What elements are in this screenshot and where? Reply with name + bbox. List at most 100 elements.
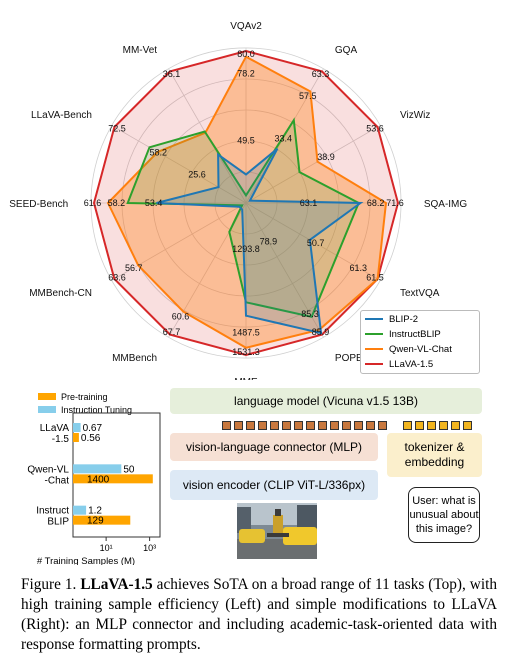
vision-token <box>282 421 291 430</box>
vision-token <box>318 421 327 430</box>
bar-pre-training <box>73 474 153 484</box>
legend-item-qwen: Qwen-VL-Chat <box>361 342 479 356</box>
x-tick-label: 10³ <box>143 543 156 553</box>
connector-box: vision-language connector (MLP) <box>170 433 378 461</box>
value-label: 1293.8 <box>232 244 260 254</box>
bar-instruction-tuning <box>73 423 81 432</box>
value-label: 33.4 <box>274 133 292 143</box>
axis-label: MME <box>234 377 258 380</box>
text-token <box>451 421 460 430</box>
legend-item-instructblip: InstructBLIP <box>361 327 479 341</box>
bar-legend-pretraining: Pre-training <box>38 390 132 403</box>
axis-label: GQA <box>335 45 358 56</box>
x-axis-label: # Training Samples (M) <box>37 556 135 565</box>
axis-label: MMBench-CN <box>29 288 92 299</box>
vision-token <box>378 421 387 430</box>
value-label: 61.5 <box>366 272 384 282</box>
value-label: 50.7 <box>307 238 325 248</box>
axis-label: SQA-IMG <box>424 199 468 210</box>
vision-token <box>258 421 267 430</box>
value-label: 80.0 <box>237 49 255 59</box>
axis-label: VQAv2 <box>230 21 262 32</box>
value-label: 38.9 <box>317 152 335 162</box>
vision-token <box>366 421 375 430</box>
vision-token <box>330 421 339 430</box>
grid-spoke <box>111 202 247 281</box>
value-label: 58.2 <box>108 198 126 208</box>
category-label: LLaVA <box>40 423 70 434</box>
category-label: -Chat <box>45 475 70 486</box>
category-label: Qwen-VL <box>27 464 69 475</box>
figure-caption: Figure 1. LLaVA-1.5 achieves SoTA on a b… <box>21 576 497 653</box>
value-label: 63.6 <box>108 272 126 282</box>
category-label: BLIP <box>47 517 69 528</box>
value-label: 78.9 <box>260 237 278 247</box>
value-label: 49.5 <box>237 135 255 145</box>
value-label: 78.2 <box>237 68 255 78</box>
series-blip-2 <box>156 147 364 335</box>
legend-item-blip2: BLIP-2 <box>361 312 479 326</box>
user-prompt-bubble: User: what is unusual about this image? <box>408 487 480 543</box>
value-label: 63.3 <box>312 69 330 79</box>
value-label: 71.6 <box>386 198 404 208</box>
value-label: 63.1 <box>300 198 318 208</box>
text-token <box>463 421 472 430</box>
vision-token <box>234 421 243 430</box>
axis-label: VizWiz <box>400 110 430 121</box>
value-label: 56.7 <box>125 263 143 273</box>
vision-token <box>222 421 231 430</box>
grid-spoke <box>245 202 324 338</box>
grid-spoke <box>111 125 247 204</box>
tokenizer-box: tokenizer &embedding <box>387 433 482 477</box>
text-token <box>415 421 424 430</box>
value-label: 85.9 <box>312 327 330 337</box>
value-label: 53.4 <box>145 198 163 208</box>
language-model-box: language model (Vicuna v1.5 13B) <box>170 388 482 414</box>
axis-label: MMBench <box>112 353 157 364</box>
radar-legend: BLIP-2 InstructBLIP Qwen-VL-Chat LLaVA-1… <box>360 310 480 374</box>
value-label: 72.5 <box>108 124 126 134</box>
value-label: 53.6 <box>366 124 384 134</box>
bar-instruction-tuning <box>73 505 87 515</box>
vision-token <box>270 421 279 430</box>
grid-spoke <box>245 202 381 281</box>
training-samples-chart: LLaVA-1.50.670.56Qwen-VL-Chat501400Instr… <box>27 412 161 565</box>
value-label: 58.2 <box>150 147 168 157</box>
value-label: 60.6 <box>172 312 190 322</box>
series-qwen-vl-chat <box>106 55 388 349</box>
axis-label: MM-Vet <box>123 45 158 56</box>
text-token <box>439 421 448 430</box>
text-token <box>427 421 436 430</box>
bar-instruction-tuning <box>73 464 122 474</box>
bar-value-label: 1400 <box>87 474 110 485</box>
bar-value-label: 50 <box>123 464 135 475</box>
bar-pre-training <box>73 515 131 525</box>
value-label: 61.3 <box>349 263 367 273</box>
value-label: 25.6 <box>188 170 206 180</box>
bar-value-label: 0.56 <box>81 433 101 444</box>
value-label: 57.5 <box>299 91 317 101</box>
bar-value-label: 129 <box>87 516 104 527</box>
vision-token-row <box>222 421 387 430</box>
category-label: Instruct <box>36 506 69 517</box>
bar-legend-instruction: Instruction Tuning <box>38 403 132 416</box>
text-token-row <box>403 421 472 430</box>
radar-chart: 80.0 78.2 49.5 63.3 57.5 33.4 53.6 38.9 71.668.2… <box>9 21 468 380</box>
bar-pre-training <box>73 433 79 442</box>
value-label: 85.3 <box>301 309 319 319</box>
value-label: 61.6 <box>84 198 102 208</box>
bar-legend: Pre-training Instruction Tuning <box>38 390 132 416</box>
vision-encoder-box: vision encoder (CLIP ViT-L/336px) <box>170 470 378 500</box>
value-label: 1531.3 <box>232 347 260 357</box>
x-tick-label: 10¹ <box>100 543 113 553</box>
value-label: 36.1 <box>163 69 181 79</box>
vision-token <box>354 421 363 430</box>
value-label: 68.2 <box>367 198 385 208</box>
category-label: -1.5 <box>52 434 70 445</box>
axis-label: TextVQA <box>400 288 440 299</box>
value-label: 67.7 <box>163 327 181 337</box>
input-image-photo <box>237 503 317 559</box>
value-label: 1487.5 <box>232 328 260 338</box>
axis-label: POPE <box>335 353 363 364</box>
grid-spoke <box>245 125 381 204</box>
